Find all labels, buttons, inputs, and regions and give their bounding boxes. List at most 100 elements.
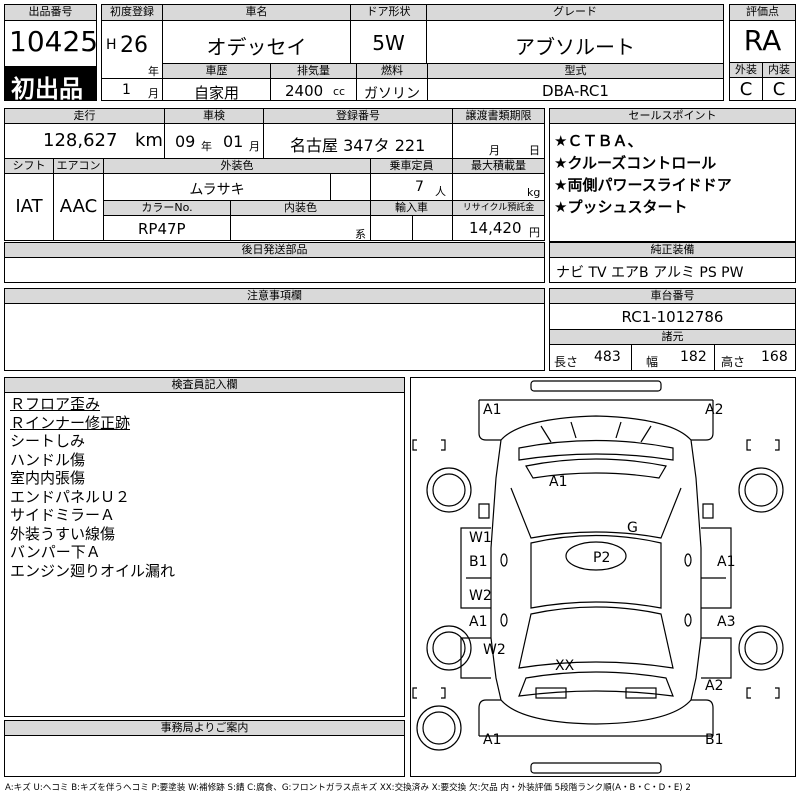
recycle-unit: 円 [529,226,540,239]
inspector-line: サイドミラーＡ [10,506,116,524]
plate-number: 名古屋 347タ 221 [290,136,426,155]
insp-month: 01 [223,132,244,151]
length-cell: 長さ 483 [549,344,632,371]
damage-diagram-box: A1 A2 A1 G W1 B1 P2 A1 W2 A1 A3 W2 XX A2… [410,377,796,777]
chassis-header: 車台番号 [549,288,796,304]
recycle-fee: 14,420 [469,219,522,237]
history-header: 車歴 [162,63,271,79]
first-listing-text: 初出品 [11,75,83,103]
inspector-line: 室内内張傷 [10,469,86,487]
car-name-header: 車名 [162,4,351,21]
front-left-outline [478,400,501,441]
inspector-line: ハンドル傷 [10,450,86,469]
later-parts-cell [4,257,545,283]
door-type: 5W [372,31,405,55]
model-cell: DBA-RC1 [427,78,724,101]
history: 自家用 [193,84,239,102]
sales-point: ★ＣＴＢＡ、 [554,132,643,150]
import-cell-a [370,215,413,241]
notes-header: 注意事項欄 [4,288,545,304]
first-reg-year: 26 [120,33,148,58]
mark-rear-door-left-a: A1 [469,614,487,630]
equipment-header: 純正装備 [549,242,796,258]
equipment: ナビ TV エアB アルミ PS PW [556,265,744,281]
transfer-month: 月 [489,144,500,157]
ext-grade-header: 外装 [729,62,763,78]
mark-front-door-right: A1 [717,554,735,570]
mark-front-door-left: W1 [469,530,492,546]
inspector-line: シートしみ [10,432,86,450]
model-code: DBA-RC1 [542,82,609,100]
capacity-unit: 人 [435,185,446,198]
mark-windshield: G [627,520,638,536]
history-cell: 自家用 [162,78,271,102]
score-header: 評価点 [729,4,796,21]
sales-points-header: セールスポイント [549,108,796,124]
first-reg-month-cell: 1 月 [101,78,163,101]
exterior-color-extra-cell [330,173,371,201]
grade-header: グレード [426,4,724,21]
exterior-color-cell: ムラサキ [103,173,331,201]
transfer-cell: 月 日 [452,123,545,159]
mark-front-right: A2 [705,402,723,418]
era: H [106,37,117,53]
inspector-line: エンドパネルＵ２ [10,487,131,506]
chassis-cell: RC1-1012786 [549,303,796,330]
sales-points-box: ★ＣＴＢＡ、 ★クルーズコントロール ★両側パワースライドドア ★プッシュスター… [549,123,796,242]
car-name-cell: オデッセイ [162,20,351,64]
exterior-color-header: 外装色 [103,158,371,174]
fuel: ガソリン [364,86,420,102]
mark-rear-glass: XX [555,658,575,674]
mileage-header: 走行 [4,108,165,124]
length: 483 [594,349,621,365]
color-no-header: カラーNo. [103,200,231,216]
width-cell: 幅 182 [631,344,715,371]
height-label: 高さ [721,355,746,369]
max-load-header: 最大積載量 [452,158,545,174]
shift-cell: IAT [4,173,54,241]
insp-year: 09 [175,132,196,151]
plate-header: 登録番号 [263,108,453,124]
sales-point: ★プッシュスタート [554,198,688,216]
equipment-cell: ナビ TV エアB アルミ PS PW [549,257,796,283]
inspector-line: 外装うすい線傷 [10,524,116,543]
legend: A:キズ U:ヘコミ B:キズを伴うヘコミ P:要塗装 W:補修跡 S:錆 C:… [5,783,691,793]
year-unit: 年 [148,65,159,78]
mark-front-door-left-b: B1 [469,554,488,570]
max-load-unit: kg [527,186,541,199]
displacement-cell: 2400 cc [270,78,357,101]
sales-points-list: ★ＣＴＢＡ、 ★クルーズコントロール ★両側パワースライドドア ★プッシュスター… [554,130,732,218]
lot-number-header: 出品番号 [4,4,97,21]
office-cell [4,735,405,777]
ext-grade: C [739,79,753,100]
transfer-day: 日 [529,144,540,157]
lot-number-cell: 10425 [4,20,98,67]
capacity: 7 [415,179,424,195]
color-no: RP47P [138,220,186,238]
import-cell-b [412,215,453,241]
car-body-outline [490,415,702,725]
mark-roof: P2 [593,550,610,566]
mark-rear-bumper-right: B1 [705,732,724,748]
width: 182 [680,349,707,365]
height-cell: 高さ 168 [714,344,796,371]
width-label: 幅 [646,355,659,369]
first-reg-month: 1 [122,82,131,98]
inspection-cell: 09 年 01 月 [164,123,264,159]
int-grade: C [772,79,786,100]
office-header: 事務局よりご案内 [4,720,405,736]
recycle-cell: 14,420 円 [452,215,545,241]
score: RA [743,24,782,57]
month-unit: 月 [148,87,159,100]
fuel-cell: ガソリン [356,78,428,102]
later-parts-header: 後日発送部品 [4,242,545,258]
ext-grade-cell: C [729,77,763,101]
inspection-header: 車検 [164,108,264,124]
inspector-notes: Ｒフロア歪み Ｒインナー修正跡 シートしみ ハンドル傷 室内内張傷 エンドパネル… [4,392,405,717]
front-bumper-strip [530,380,662,392]
first-listing-badge: 初出品 [4,66,97,103]
int-grade-cell: C [762,77,796,101]
shift: IAT [15,196,43,217]
ac-header: エアコン [53,158,104,174]
color-no-cell: RP47P [103,215,231,241]
